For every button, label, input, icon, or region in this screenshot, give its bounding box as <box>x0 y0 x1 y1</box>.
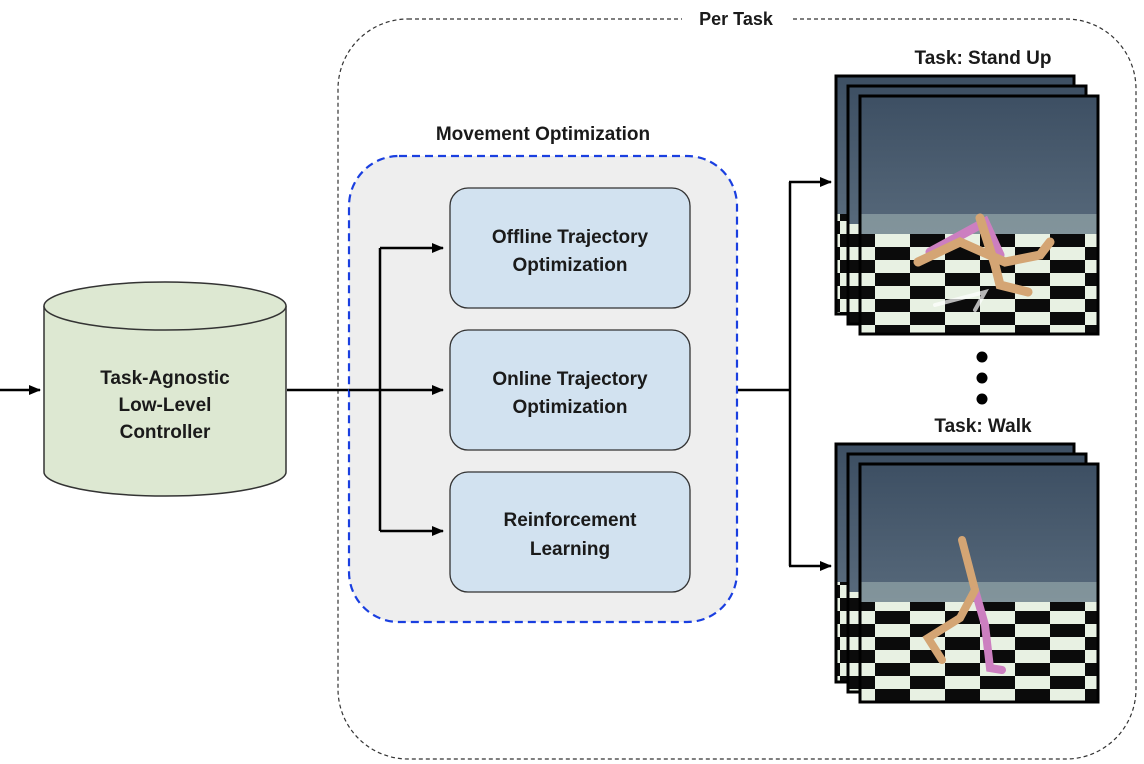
online-trajectory-line1: Online Trajectory <box>492 369 648 390</box>
reinforcement-learning-line1: Reinforcement <box>503 510 637 531</box>
controller-label-line2: Low-Level <box>119 395 212 416</box>
task-stand-up-label: Task: Stand Up <box>915 48 1052 69</box>
walk-floor <box>860 602 1098 702</box>
movement-optimization-title: Movement Optimization <box>436 124 650 145</box>
ellipsis-dot-1 <box>976 351 988 363</box>
ellipsis-dot-3 <box>976 393 988 405</box>
controller-label-line3: Controller <box>120 422 211 443</box>
offline-trajectory-line2: Optimization <box>512 255 627 276</box>
online-trajectory-box <box>449 329 691 451</box>
walk-frame-stack <box>834 442 1100 704</box>
stand-up-walker-figure <box>913 213 1055 312</box>
controller-label-line1: Task-Agnostic <box>100 368 230 389</box>
offline-trajectory-box <box>449 187 691 309</box>
offline-trajectory-line1: Offline Trajectory <box>492 227 649 248</box>
controller-cylinder <box>43 281 287 497</box>
task-walk-label: Task: Walk <box>934 416 1032 437</box>
per-task-label-bg <box>682 8 790 30</box>
online-trajectory-line2: Optimization <box>512 397 627 418</box>
walk-walker-figure <box>922 536 1006 674</box>
reinforcement-learning-line2: Learning <box>530 539 610 560</box>
per-task-label: Per Task <box>699 9 774 29</box>
reinforcement-learning-box <box>449 471 691 593</box>
ellipsis-dot-2 <box>976 372 988 384</box>
